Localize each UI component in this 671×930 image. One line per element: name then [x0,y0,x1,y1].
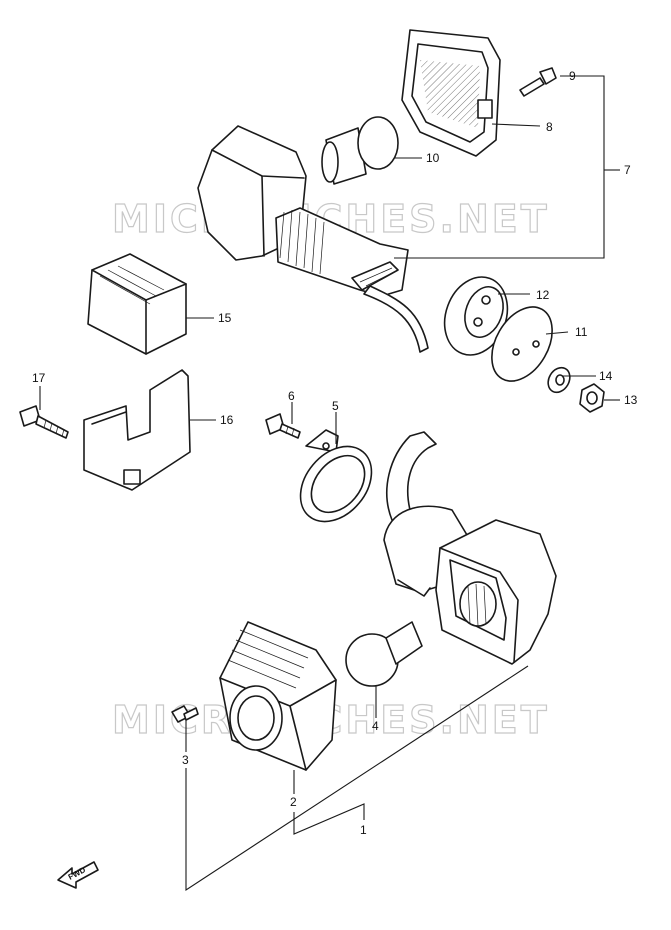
leader-lines [39,75,620,892]
bolt-part-17 [19,405,69,439]
front-housing-part-1 [435,519,557,665]
forward-arrow-icon: FWD [57,861,99,889]
callout-3: 3 [182,753,189,767]
bulb-part-10 [321,116,399,185]
callout-6: 6 [288,389,295,403]
callout-1: 1 [360,823,367,837]
gasket-part-11 [491,306,553,382]
rear-lens-part [401,29,501,157]
front-lens-part-2 [219,621,337,771]
callout-8: 8 [546,120,553,134]
washer-part-14 [547,366,571,394]
relay-part-15 [87,253,187,355]
ring-part-5 [299,429,373,523]
callout-10: 10 [426,151,440,165]
callout-11: 11 [575,325,588,339]
callout-13: 13 [624,393,638,407]
socket-part-12 [443,276,509,356]
bulb-part-4 [345,621,423,687]
nut-part-13 [579,383,605,413]
screw-part-9 [519,67,557,97]
callout-15: 15 [218,311,232,325]
bolt-part-6 [265,413,301,439]
callout-7: 7 [624,163,631,177]
callout-12: 12 [536,288,550,302]
callout-16: 16 [220,413,234,427]
screw-part-3 [171,705,199,723]
callout-labels: 9 8 10 7 12 11 15 14 17 6 13 5 16 4 3 2 … [32,69,638,837]
callout-17: 17 [32,371,46,385]
callout-9: 9 [569,69,576,83]
callout-4: 4 [372,719,379,733]
callout-5: 5 [332,399,339,413]
callout-2: 2 [290,795,297,809]
rear-housing-part-7 [197,125,429,353]
callout-14: 14 [599,369,613,383]
bracket-part-16 [83,369,191,491]
